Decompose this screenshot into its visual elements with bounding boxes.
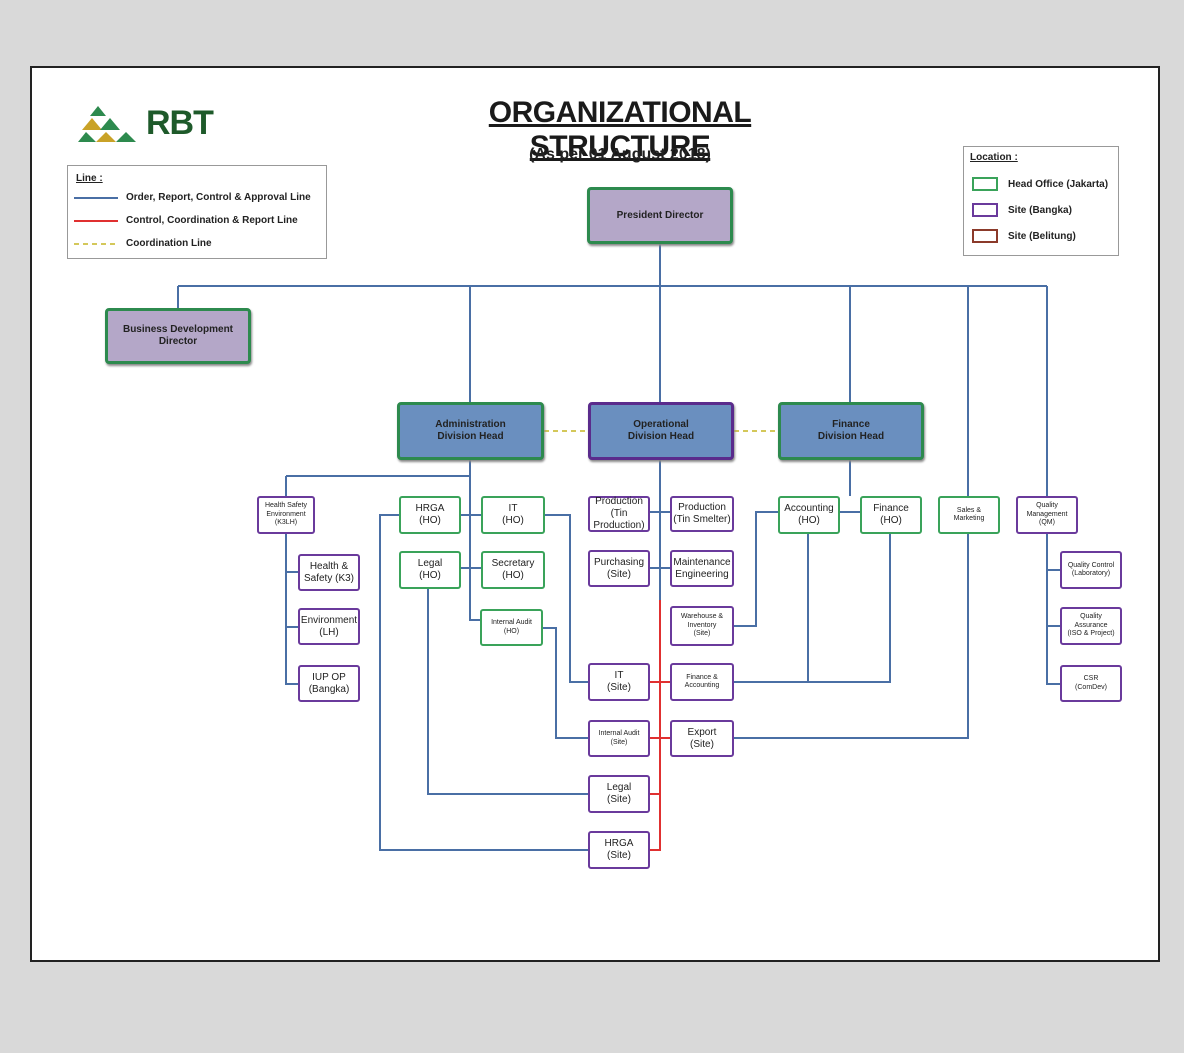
- box-quality-control: Quality Control (Laboratory): [1060, 551, 1122, 589]
- box-production-1: Production (Tin Production): [588, 496, 650, 532]
- legend-belitung-swatch: [972, 229, 998, 243]
- line-hse-children: [285, 534, 298, 685]
- line-red-vertical: [650, 600, 661, 851]
- line-acc-warehouse: [734, 511, 778, 627]
- box-it-site: IT (Site): [588, 663, 650, 701]
- line-hrga-site: [379, 514, 588, 851]
- box-accounting-ho: Accounting (HO): [778, 496, 840, 534]
- line-legend-item-1: Control, Coordination & Report Line: [126, 215, 298, 226]
- box-quality-assurance: Quality Assurance (ISO & Project): [1060, 607, 1122, 645]
- location-legend: Location : Head Office (Jakarta) Site (B…: [963, 146, 1119, 256]
- box-hrga-site: HRGA (Site): [588, 831, 650, 869]
- legend-head-office-swatch: [972, 177, 998, 191]
- box-secretary-ho: Secretary (HO): [481, 551, 545, 589]
- box-finance-division-head: Finance Division Head: [778, 402, 924, 460]
- line-legend-swatches: [74, 197, 118, 245]
- box-quality-management: Quality Management (QM): [1016, 496, 1078, 534]
- box-finance-accounting-site: Finance & Accounting: [670, 663, 734, 701]
- line-legend: Line : Order, Report, Control & Approval…: [67, 165, 327, 259]
- box-export-site: Export (Site): [670, 720, 734, 757]
- page-title: ORGANIZATIONAL STRUCTURE: [488, 96, 752, 163]
- line-qm-children: [1046, 534, 1060, 685]
- location-legend-item-2: Site (Belitung): [1008, 231, 1076, 242]
- logo-mark: [78, 106, 136, 142]
- box-purchasing: Purchasing (Site): [588, 550, 650, 587]
- box-csr: CSR (ComDev): [1060, 665, 1122, 702]
- box-administration-division-head: Administration Division Head: [397, 402, 544, 460]
- box-business-development-director: Business Development Director: [105, 308, 251, 364]
- box-sales-marketing: Sales & Marketing: [938, 496, 1000, 534]
- line-admin-down: [469, 460, 480, 621]
- page-subtitle: (As per 01 August 2018): [529, 146, 711, 163]
- line-sales-export: [734, 534, 969, 739]
- box-finance-ho: Finance (HO): [860, 496, 922, 534]
- box-it-ho: IT (HO): [481, 496, 545, 534]
- box-president-director: President Director: [587, 187, 733, 244]
- box-legal-ho: Legal (HO): [399, 551, 461, 589]
- line-it-site: [545, 514, 588, 683]
- box-operational-division-head: Operational Division Head: [588, 402, 734, 460]
- legend-bangka-swatch: [972, 203, 998, 217]
- line-legend-item-2: Coordination Line: [126, 238, 212, 249]
- box-iup-op: IUP OP (Bangka): [298, 665, 360, 702]
- logo-text: RBT: [146, 104, 214, 142]
- box-internal-audit-site: Internal Audit (Site): [588, 720, 650, 757]
- box-legal-site: Legal (Site): [588, 775, 650, 813]
- box-environment: Environment (LH): [298, 608, 360, 645]
- location-legend-heading: Location :: [970, 152, 1018, 163]
- line-fin-finsite: [808, 534, 891, 683]
- box-hrga-ho: HRGA (HO): [399, 496, 461, 534]
- line-legal-site: [427, 588, 588, 795]
- box-internal-audit-ho: Internal Audit (HO): [480, 609, 543, 646]
- location-legend-item-1: Site (Bangka): [1008, 205, 1072, 216]
- box-hse: Health Safety Environment (K3LH): [257, 496, 315, 534]
- box-maintenance-engineering: Maintenance Engineering: [670, 550, 734, 587]
- location-legend-item-0: Head Office (Jakarta): [1008, 179, 1109, 190]
- box-warehouse-inventory: Warehouse & Inventory (Site): [670, 606, 734, 646]
- line-ia-site: [543, 627, 588, 739]
- line-legend-heading: Line :: [76, 173, 103, 184]
- box-health-safety: Health & Safety (K3): [298, 554, 360, 591]
- line-legend-item-0: Order, Report, Control & Approval Line: [126, 192, 311, 203]
- box-production-2: Production (Tin Smelter): [670, 496, 734, 532]
- line-acc-finsite: [734, 534, 809, 683]
